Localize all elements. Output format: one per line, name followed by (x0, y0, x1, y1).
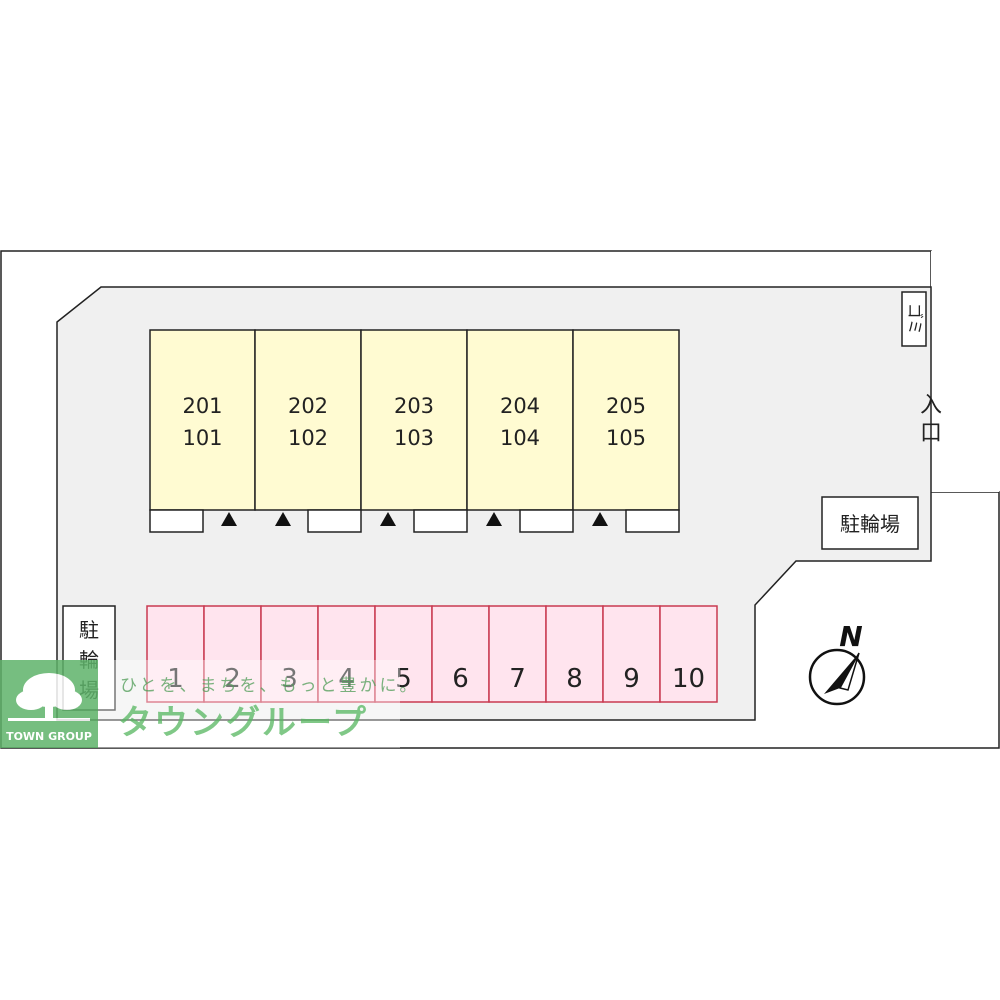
entrance-arrow-icon (221, 512, 237, 526)
parking-lot: 6 (431, 605, 490, 703)
watermark-logo-caption: TOWN GROUP (6, 730, 92, 743)
parking-lot: 5 (374, 605, 433, 703)
entrance-steps (149, 509, 680, 533)
unit-2-upper-number: 202 (288, 394, 328, 418)
compass-north-label: N (839, 620, 862, 653)
parking-lot: 2 (203, 605, 262, 703)
entrance-road (931, 251, 999, 492)
parking-lot-box (545, 605, 604, 703)
parking-lot-box (374, 605, 433, 703)
unit-5: 205 105 (572, 329, 680, 511)
unit-4-lower-number: 104 (500, 426, 540, 450)
parking-lot: 10 (659, 605, 718, 703)
entrance-arrow-icon (486, 512, 502, 526)
parking-lot-number: 5 (395, 664, 412, 694)
parking-lot-number: 9 (623, 664, 640, 694)
watermark: TOWN GROUP ひとを、まちを、もっと豊かに。 タウングループ (0, 660, 420, 748)
unit-2-lower-number: 102 (288, 426, 328, 450)
step-box (519, 509, 574, 533)
unit-3-upper-number: 203 (394, 394, 434, 418)
unit-2: 202 102 (254, 329, 362, 511)
parking-lot-number: 4 (338, 664, 355, 694)
parking-lot-box (431, 605, 490, 703)
unit-1-upper-number: 201 (182, 394, 222, 418)
step-box (413, 509, 468, 533)
unit-1: 201 101 (149, 329, 256, 511)
entrance-arrow-icon (275, 512, 291, 526)
garbage-station: ゴミ (901, 291, 927, 347)
unit-3-lower-number: 103 (394, 426, 434, 450)
unit-3: 203 103 (360, 329, 468, 511)
step-box (149, 509, 204, 533)
tree-icon (8, 673, 90, 721)
bicycle-parking-right: 駐輪場 (821, 496, 919, 550)
parking-lot-number: 10 (672, 664, 705, 694)
watermark-brand: タウングループ (118, 703, 368, 743)
entrance-arrow-icon (380, 512, 396, 526)
unit-5-lower-number: 105 (606, 426, 646, 450)
entrance-label-char-2: 口 (920, 421, 942, 446)
step-box (307, 509, 362, 533)
step-box (625, 509, 680, 533)
entrance-label-char-1: 入 (920, 393, 942, 418)
compass-icon: N (808, 620, 866, 706)
parking-lot: 9 (602, 605, 661, 703)
parking-lot-number: 6 (452, 664, 469, 694)
parking-lot-number: 2 (224, 664, 241, 694)
garbage-label: ゴミ (906, 303, 925, 335)
parking-lot-box (659, 605, 718, 703)
entrance-arrows (221, 512, 608, 526)
unit-5-upper-number: 205 (606, 394, 646, 418)
bicycle-parking-left-char-1: 駐 (79, 618, 99, 642)
parking-lot: 8 (545, 605, 604, 703)
entrance-arrow-icon (592, 512, 608, 526)
parking-lot-number: 3 (281, 664, 298, 694)
parking-lot-number: 8 (566, 664, 583, 694)
watermark-tagline: ひとを、まちを、もっと豊かに。 (120, 676, 420, 696)
parking-lot: 7 (488, 605, 547, 703)
parking-area: 1 2 3 4 5 6 7 8 9 10 (146, 605, 718, 703)
unit-4: 204 104 (466, 329, 574, 511)
unit-1-lower-number: 101 (182, 426, 222, 450)
bicycle-parking-right-label: 駐輪場 (840, 512, 900, 536)
building: 201 101 202 102 203 103 204 104 205 105 (149, 329, 680, 511)
unit-4-upper-number: 204 (500, 394, 540, 418)
parking-lot-number: 1 (167, 664, 184, 694)
parking-lot-number: 7 (509, 664, 526, 694)
